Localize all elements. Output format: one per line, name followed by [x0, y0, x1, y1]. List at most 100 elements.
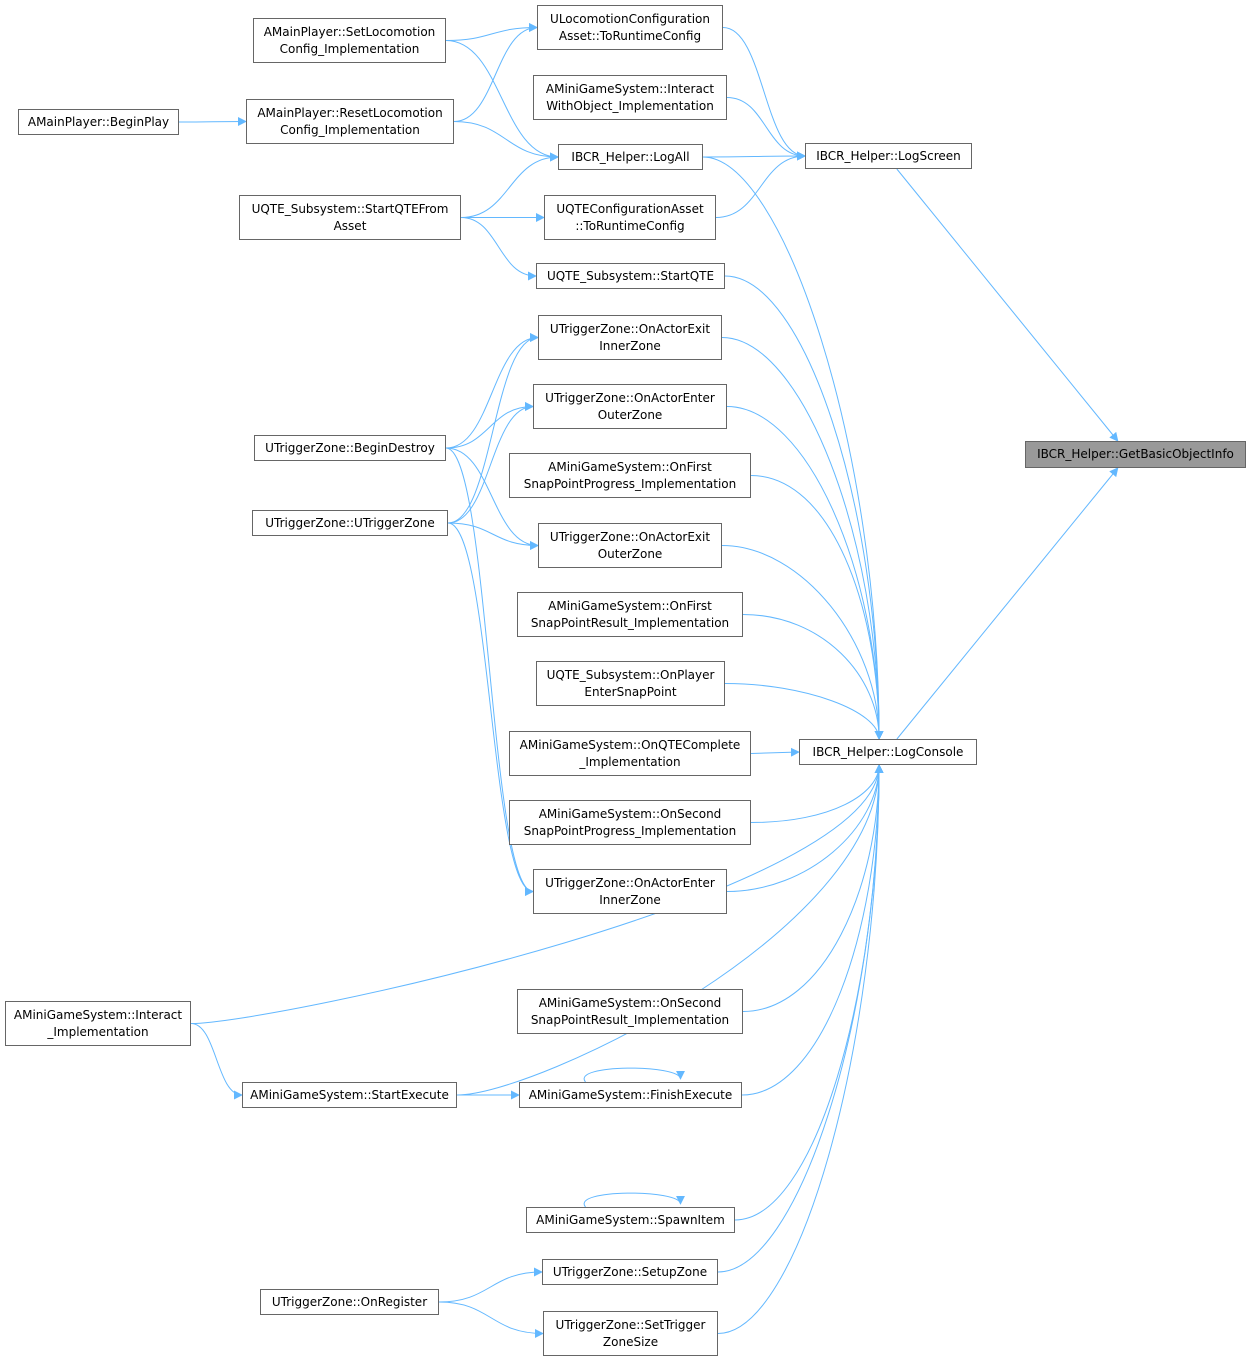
- call-edge: [445, 40, 559, 162]
- node-label-line: UTriggerZone::OnActorEnter: [545, 875, 715, 890]
- call-edge: [460, 217, 537, 281]
- call-edge: [583, 1067, 685, 1083]
- call-edge: [178, 117, 247, 127]
- call-edge: [453, 121, 559, 162]
- node-label-line: OuterZone: [597, 407, 663, 422]
- call-edge: [896, 168, 1119, 442]
- node-label-line: ::ToRuntimeConfig: [575, 218, 685, 233]
- call-edge: [750, 764, 884, 823]
- graph-node-n9[interactable]: UQTE_Subsystem::StartQTE: [536, 263, 725, 289]
- graph-node-n25[interactable]: UTriggerZone::UTriggerZone: [252, 510, 448, 536]
- call-edge: [447, 522, 534, 896]
- call-edge: [741, 764, 884, 1096]
- node-label-line: UQTE_Subsystem::StartQTE: [546, 268, 715, 283]
- node-label-line: UTriggerZone::SetTrigger: [555, 1317, 706, 1332]
- node-label-line: SnapPointResult_Implementation: [530, 615, 730, 630]
- node-label-line: AMiniGameSystem::OnFirst: [548, 598, 712, 613]
- node-label-line: AMiniGameSystem::Interact: [13, 1007, 183, 1022]
- call-edge: [726, 764, 884, 892]
- node-label-line: UQTE_Subsystem::OnPlayer: [546, 667, 715, 682]
- node-label-line: UTriggerZone::OnActorExit: [549, 321, 711, 336]
- node-label-line: UTriggerZone::UTriggerZone: [265, 515, 435, 530]
- node-label-line: UQTEConfigurationAsset: [556, 201, 704, 216]
- node-label-line: IBCR_Helper::LogConsole: [812, 744, 964, 759]
- call-edge: [190, 1023, 243, 1100]
- node-label-line: UTriggerZone::OnActorEnter: [545, 390, 715, 405]
- graph-node-n16[interactable]: AMiniGameSystem::OnQTEComplete_Implement…: [509, 731, 751, 776]
- graph-node-n20[interactable]: AMiniGameSystem::FinishExecute: [519, 1082, 742, 1108]
- call-edge: [726, 97, 806, 161]
- graph-node-n30[interactable]: IBCR_Helper::LogConsole: [799, 739, 977, 765]
- node-label-line: UTriggerZone::OnActorExit: [549, 529, 711, 544]
- call-edge: [742, 764, 884, 1012]
- call-edge: [750, 475, 884, 740]
- call-edge: [717, 764, 884, 1334]
- call-edge: [721, 337, 884, 740]
- graph-node-n28[interactable]: UTriggerZone::OnRegister: [260, 1289, 439, 1315]
- graph-node-n31: IBCR_Helper::GetBasicObjectInfo: [1025, 441, 1246, 468]
- node-label-line: AMiniGameSystem::OnSecond: [538, 995, 722, 1010]
- node-label-line: EnterSnapPoint: [584, 684, 677, 699]
- node-label-line: AMainPlayer::ResetLocomotion: [257, 105, 443, 120]
- call-edge: [445, 447, 539, 550]
- node-label-line: IBCR_Helper::GetBasicObjectInfo: [1037, 447, 1234, 461]
- graph-node-n21[interactable]: AMiniGameSystem::SpawnItem: [526, 1207, 735, 1233]
- graph-node-n1[interactable]: AMainPlayer::BeginPlay: [18, 109, 179, 135]
- node-label-line: OuterZone: [597, 546, 663, 561]
- call-edge: [702, 156, 884, 740]
- node-label-line: _Implementation: [47, 1024, 149, 1039]
- node-label-line: AMiniGameSystem::Interact: [545, 81, 715, 96]
- call-edge: [445, 333, 539, 449]
- call-edge: [438, 1267, 543, 1303]
- node-label-line: AMiniGameSystem::FinishExecute: [528, 1087, 733, 1102]
- call-edge: [896, 467, 1119, 740]
- call-edge: [717, 764, 884, 1273]
- call-edge: [460, 152, 559, 218]
- call-edge: [447, 522, 539, 550]
- node-label-line: SnapPointProgress_Implementation: [523, 823, 737, 838]
- call-edge: [721, 545, 884, 740]
- node-label-line: InnerZone: [599, 338, 661, 353]
- node-label-line: AMainPlayer::BeginPlay: [27, 114, 170, 129]
- call-edge: [724, 275, 884, 740]
- node-label-line: AMiniGameSystem::OnQTEComplete: [519, 737, 741, 752]
- node-label-line: UTriggerZone::OnRegister: [271, 1294, 428, 1309]
- call-edge: [724, 683, 884, 740]
- graph-node-n7[interactable]: IBCR_Helper::LogAll: [558, 144, 703, 170]
- node-label-line: AMiniGameSystem::SpawnItem: [536, 1212, 725, 1227]
- graph-node-n8[interactable]: UQTEConfigurationAsset::ToRuntimeConfig: [544, 195, 716, 240]
- node-label-line: SnapPointProgress_Implementation: [523, 476, 737, 491]
- node-label-line: UTriggerZone::SetupZone: [552, 1264, 708, 1279]
- node-label-line: Config_Implementation: [280, 122, 420, 137]
- graph-node-n27[interactable]: AMiniGameSystem::StartExecute: [242, 1082, 457, 1108]
- node-label-line: Asset::ToRuntimeConfig: [558, 28, 702, 43]
- node-label-line: _Implementation: [579, 754, 681, 769]
- call-edge: [453, 23, 538, 122]
- call-edge: [722, 27, 806, 161]
- graph-node-n29[interactable]: IBCR_Helper::LogScreen: [805, 143, 972, 169]
- call-edge: [742, 614, 884, 740]
- graph-node-n24[interactable]: UTriggerZone::BeginDestroy: [254, 435, 446, 461]
- node-label-line: Asset: [333, 218, 367, 233]
- call-edge: [190, 764, 884, 1024]
- node-label-line: WithObject_Implementation: [546, 98, 714, 113]
- graph-node-n26[interactable]: AMiniGameSystem::Interact_Implementation: [5, 1001, 191, 1046]
- graph-node-n22[interactable]: UTriggerZone::SetupZone: [542, 1259, 718, 1285]
- call-edge: [438, 1301, 544, 1338]
